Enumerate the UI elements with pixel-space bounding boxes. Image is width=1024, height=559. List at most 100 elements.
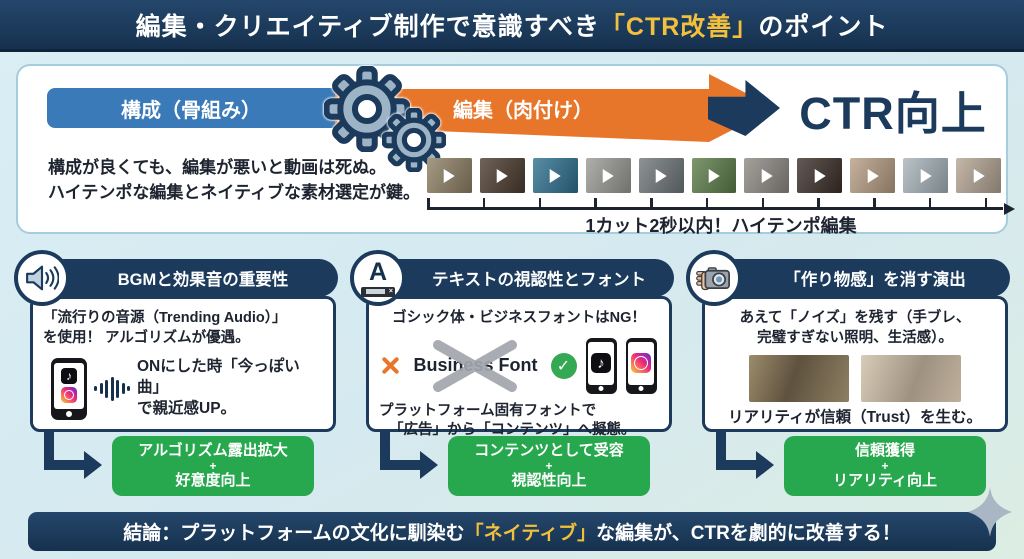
result-line1: 信頼獲得 (854, 442, 915, 459)
video-thumbnail (903, 158, 949, 193)
conclusion-bar: 結論：プラットフォームの文化に馴染む「ネイティブ」な編集が、CTRを劇的に改善す… (28, 512, 996, 551)
timeline (427, 198, 1015, 215)
column-text-line3: リアリティが信頼（Trust）を生む。 (728, 409, 982, 427)
phone-row: ♪ ONにした時「今っぽい曲」 で親近感UP。 (43, 357, 323, 420)
points-columns: BGMと効果音の重要性 「流行りの音源（Trending Audio）」 を使用… (14, 250, 1010, 500)
font-comparison-row: Business Font ✓ ♪ (379, 337, 659, 394)
business-font-label: Business Font (409, 339, 541, 392)
title-highlight: 「CTR改善」 (599, 12, 759, 41)
ng-cross-icon (382, 357, 400, 374)
timeline-label: 1カット2秒以内！ハイテンポ編集 (585, 216, 857, 236)
video-thumbnail (427, 158, 472, 193)
play-icon (549, 168, 561, 183)
result-box: アルゴリズム露出拡大 + 好意度向上 (112, 436, 314, 496)
letter-a-icon: A (368, 257, 388, 286)
video-strip (427, 158, 1001, 193)
conclusion-text: 結論：プラットフォームの文化に馴染む「ネイティブ」な編集が、CTRを劇的に改善す… (123, 518, 901, 545)
connector-arrow (712, 426, 784, 486)
column-text-line1: 「流行りの音源（Trending Audio）」 (43, 310, 287, 326)
column-text-line2: 完璧すぎない照明、生活感）。 (757, 329, 953, 346)
phone-icon: ♪ (51, 357, 87, 420)
tiktok-phone-icon: ♪ (585, 337, 617, 394)
flow-card: 構成（骨組み） 編集（肉付け） CTR向上 (16, 64, 1015, 236)
video-thumbnail (638, 158, 684, 193)
column-header: A × テキストの視認性とフォント (350, 250, 674, 306)
play-icon (761, 168, 773, 183)
sparkle-icon (968, 487, 1012, 537)
column-title: 「作り物感」を消す演出 (728, 259, 1010, 297)
flow-step1-bar: 構成（骨組み） (47, 88, 335, 128)
column-font: A × テキストの視認性とフォント ゴシック体・ビジネスフォントはNG！ Bus… (350, 250, 674, 500)
result-line2: リアリティ向上 (832, 472, 938, 489)
result-line2: 好意度向上 (175, 472, 251, 489)
text-field-icon: × (361, 286, 395, 297)
column-text-line3: 「広告」から「コンテンツ」へ擬態。 (389, 422, 636, 439)
gear-icon (382, 108, 446, 172)
column-text-line1: ゴシック体・ビジネスフォントはNG！ (392, 310, 646, 326)
title-prefix: 編集・クリエイティブ制作で意識すべき (135, 12, 600, 41)
strikethrough-x-icon (433, 339, 518, 392)
video-thumbnail (479, 158, 525, 193)
video-thumbnail (585, 158, 631, 193)
column-text-line2: を使用！ アルゴリズムが優遇。 (43, 329, 250, 346)
title-bar: 編集・クリエイティブ制作で意識すべき「CTR改善」のポイント (0, 0, 1024, 52)
speaker-icon (14, 250, 70, 306)
column-realism: 「作り物感」を消す演出 あえて「ノイズ」を残す（手ブレ、 完璧すぎない照明、生活… (686, 250, 1010, 500)
column-body: あえて「ノイズ」を残す（手ブレ、 完璧すぎない照明、生活感）。 リアリティが信頼… (702, 296, 1008, 432)
play-icon (444, 168, 456, 183)
column-text: プラットフォーム固有フォントで 「広告」から「コンテンツ」へ擬態。 (379, 402, 659, 441)
gear-icon (324, 66, 410, 152)
timeline-ticks (427, 198, 987, 209)
play-icon (708, 168, 720, 183)
column-body: ゴシック体・ビジネスフォントはNG！ Business Font ✓ ♪ (366, 296, 672, 438)
column-note: ONにした時「今っぽい曲」 で親近感UP。 (137, 357, 323, 420)
result-box: 信頼獲得 + リアリティ向上 (784, 436, 986, 496)
column-text-line2: プラットフォーム固有フォントで (379, 402, 597, 419)
result-line2: 視認性向上 (511, 472, 587, 489)
instagram-phone-icon (625, 337, 657, 394)
flow-caption: 構成が良くても、編集が悪いと動画は死ぬ。 ハイテンポな編集とネイティブな素材選定… (48, 156, 420, 205)
column-body: 「流行りの音源（Trending Audio）」 を使用！ アルゴリズムが優遇。… (30, 296, 336, 432)
result-box: コンテンツとして受容 + 視認性向上 (448, 436, 650, 496)
column-text: 「流行りの音源（Trending Audio）」 を使用！ アルゴリズムが優遇。 (43, 309, 323, 348)
title-suffix: のポイント (758, 12, 889, 41)
tiktok-icon: ♪ (591, 353, 611, 374)
column-bgm: BGMと効果音の重要性 「流行りの音源（Trending Audio）」 を使用… (14, 250, 338, 500)
result-plus: + (881, 459, 889, 473)
column-title: テキストの視認性とフォント (392, 259, 674, 297)
column-note-line1: ONにした時「今っぽい曲」 (137, 358, 300, 397)
page-title: 編集・クリエイティブ制作で意識すべき「CTR改善」のポイント (136, 7, 889, 43)
flow-caption-line1: 構成が良くても、編集が悪いと動画は死ぬ。 (48, 158, 387, 177)
instagram-icon (631, 353, 651, 374)
video-thumbnail (797, 158, 843, 193)
connector-arrow (376, 426, 448, 486)
check-icon: ✓ (550, 352, 577, 379)
play-icon (497, 168, 509, 183)
flow-result-label: CTR向上 (799, 87, 987, 139)
column-text: あえて「ノイズ」を残す（手ブレ、 完璧すぎない照明、生活感）。 (715, 309, 995, 348)
play-icon (655, 168, 667, 183)
connector-arrow (40, 426, 112, 486)
conclusion-suffix: な編集が、CTRを劇的に改善する！ (596, 523, 901, 544)
play-icon (920, 168, 932, 183)
video-thumbnail (744, 158, 790, 193)
soundwave-icon (94, 376, 130, 401)
video-thumbnail (691, 158, 737, 193)
sample-photo-outdoor (749, 355, 849, 403)
result-plus: + (209, 459, 217, 473)
play-icon (973, 168, 985, 183)
timeline-arrow-icon (1004, 202, 1015, 215)
result-line1: コンテンツとして受容 (474, 442, 624, 459)
play-icon (602, 168, 614, 183)
camera-icon (686, 250, 742, 306)
column-header: 「作り物感」を消す演出 (686, 250, 1010, 306)
result-line1: アルゴリズム露出拡大 (138, 442, 288, 459)
sample-photos (715, 355, 995, 403)
result-plus: + (545, 459, 553, 473)
flow-step1-label: 構成（骨組み） (121, 99, 261, 122)
video-thumbnail (850, 158, 896, 193)
play-icon (867, 168, 879, 183)
text-style-icon: A × (350, 250, 406, 306)
instagram-icon (61, 387, 77, 403)
